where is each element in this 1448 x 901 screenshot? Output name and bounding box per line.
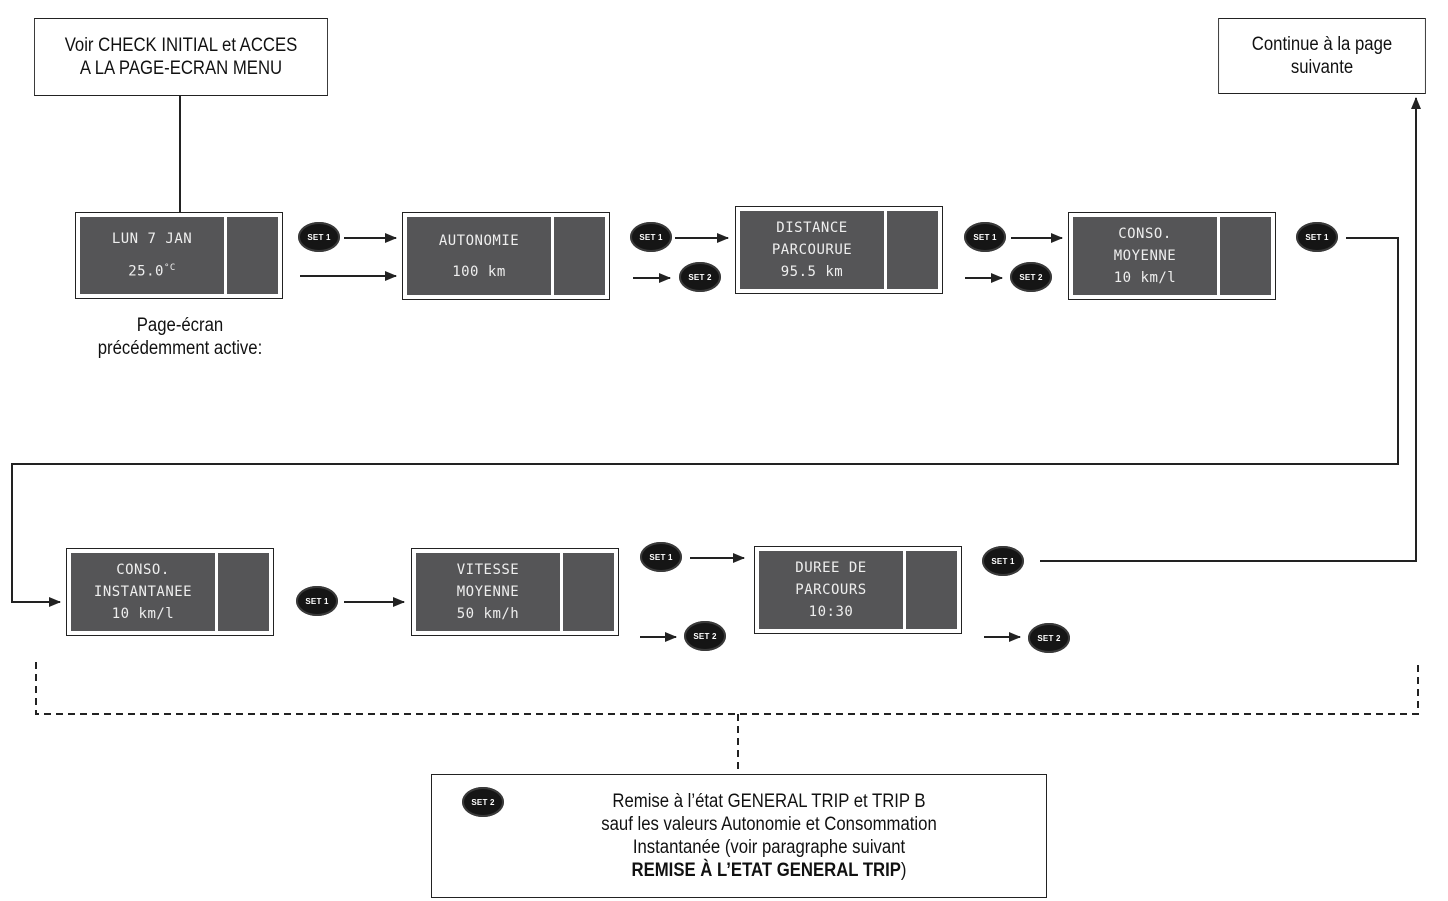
lcd-distance-line2: PARCOURUE	[771, 242, 853, 258]
set1-button[interactable]: SET 1	[630, 222, 672, 252]
screen-conso-moyenne: CONSO. MOYENNE 10 km/l	[1068, 212, 1276, 300]
caption-line2: précédemment active:	[97, 338, 263, 359]
lcd-side-panel	[554, 217, 605, 295]
lcd-vitesse: VITESSE MOYENNE 50 km/h	[416, 553, 560, 631]
note-remise-line1: Remise à l’état GENERAL TRIP et TRIP B	[612, 791, 926, 812]
lcd-distance: DISTANCE PARCOURUE 95.5 km	[740, 211, 884, 289]
lcd-autonomie-value: 100 km	[452, 263, 506, 280]
lcd-vitesse-line2: MOYENNE	[456, 584, 520, 600]
screen-vitesse: VITESSE MOYENNE 50 km/h	[411, 548, 619, 636]
set1-button[interactable]: SET 1	[1296, 222, 1338, 252]
screen-date: LUN 7 JAN 25.0°C	[75, 212, 283, 299]
set1-button[interactable]: SET 1	[964, 222, 1006, 252]
connector-continue	[1040, 97, 1421, 562]
note-check-initial-line2: A LA PAGE-ECRAN MENU	[79, 58, 283, 79]
lcd-conso-instantanee-value: 10 km/l	[111, 606, 175, 622]
set1-button[interactable]: SET 1	[298, 222, 340, 252]
screen-duree: DUREE DE PARCOURS 10:30	[754, 546, 962, 634]
set2-button[interactable]: SET 2	[679, 262, 721, 292]
lcd-vitesse-line1: VITESSE	[456, 562, 520, 578]
note-continue-line1: Continue à la page	[1251, 34, 1393, 55]
set2-button[interactable]: SET 2	[1010, 262, 1052, 292]
lcd-conso-instantanee-line2: INSTANTANEE	[93, 584, 193, 600]
lcd-side-panel	[563, 553, 614, 631]
lcd-conso-instantanee-line1: CONSO.	[116, 562, 170, 578]
set2-button[interactable]: SET 2	[684, 621, 726, 651]
note-remise: SET 2 Remise à l’état GENERAL TRIP et TR…	[431, 774, 1047, 898]
note-continue: Continue à la page suivante	[1218, 18, 1426, 94]
lcd-autonomie-title: AUTONOMIE	[438, 232, 520, 249]
lcd-side-panel	[227, 217, 278, 294]
lcd-date: LUN 7 JAN 25.0°C	[80, 217, 224, 294]
lcd-conso-moyenne-line1: CONSO.	[1118, 226, 1172, 242]
lcd-conso-moyenne-line2: MOYENNE	[1113, 248, 1177, 264]
note-remise-line2: sauf les valeurs Autonomie et Consommati…	[601, 814, 937, 835]
lcd-side-panel	[906, 551, 957, 629]
lcd-side-panel	[218, 553, 269, 631]
lcd-conso-moyenne-value: 10 km/l	[1113, 270, 1177, 286]
lcd-autonomie: AUTONOMIE 100 km	[407, 217, 551, 295]
note-check-initial-line1: Voir CHECK INITIAL et ACCES	[64, 35, 298, 56]
note-remise-line3: Instantanée (voir paragraphe suivant	[632, 837, 906, 858]
lcd-distance-line1: DISTANCE	[776, 220, 848, 236]
set2-button: SET 2	[462, 787, 504, 817]
note-check-initial: Voir CHECK INITIAL et ACCES A LA PAGE-EC…	[34, 18, 328, 96]
note-remise-text: Remise à l’état GENERAL TRIP et TRIP B s…	[525, 790, 1013, 882]
note-remise-bold: REMISE À L’ETAT GENERAL TRIP	[631, 860, 901, 881]
lcd-conso-moyenne: CONSO. MOYENNE 10 km/l	[1073, 217, 1217, 295]
lcd-date-line: LUN 7 JAN	[111, 231, 193, 248]
note-remise-line4: REMISE À L’ETAT GENERAL TRIP)	[632, 859, 907, 882]
lcd-temperature: 25.0°C	[128, 263, 176, 280]
set1-button[interactable]: SET 1	[982, 546, 1024, 576]
set1-button[interactable]: SET 1	[640, 542, 682, 572]
screen-conso-instantanee: CONSO. INSTANTANEE 10 km/l	[66, 548, 274, 636]
lcd-side-panel	[887, 211, 938, 289]
lcd-duree: DUREE DE PARCOURS 10:30	[759, 551, 903, 629]
screen-autonomie: AUTONOMIE 100 km	[402, 212, 610, 300]
lcd-duree-value: 10:30	[808, 604, 854, 620]
lcd-duree-line1: DUREE DE	[795, 560, 867, 576]
lcd-vitesse-value: 50 km/h	[456, 606, 520, 622]
dashed-bracket	[35, 662, 1419, 715]
note-continue-line2: suivante	[1290, 57, 1354, 78]
set1-button[interactable]: SET 1	[296, 586, 338, 616]
note-remise-end: )	[900, 860, 907, 881]
screen-distance: DISTANCE PARCOURUE 95.5 km	[735, 206, 943, 294]
lcd-duree-line2: PARCOURS	[795, 582, 867, 598]
caption-previous-screen: Page-écran précédemment active:	[48, 314, 312, 360]
caption-line1: Page-écran	[136, 315, 224, 336]
set2-button[interactable]: SET 2	[1028, 623, 1070, 653]
lcd-distance-value: 95.5 km	[780, 264, 844, 280]
lcd-side-panel	[1220, 217, 1271, 295]
lcd-conso-instantanee: CONSO. INSTANTANEE 10 km/l	[71, 553, 215, 631]
